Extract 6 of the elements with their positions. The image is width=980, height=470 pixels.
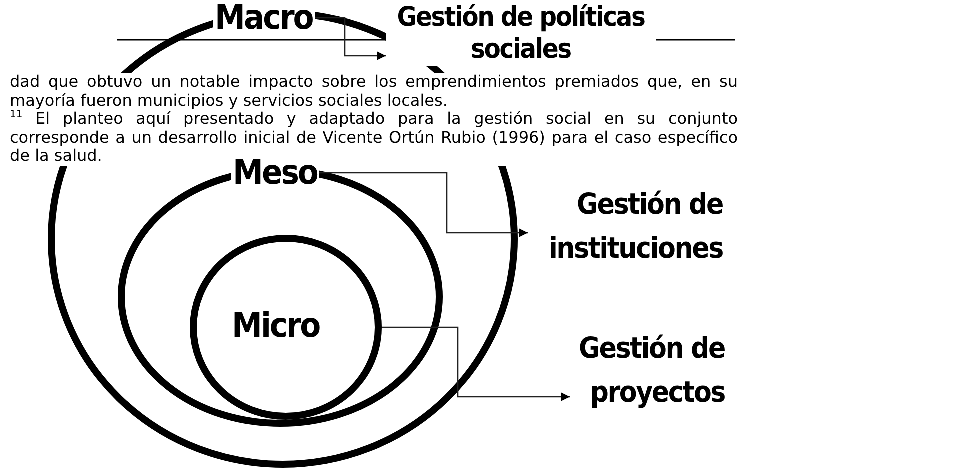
arrow bbox=[382, 326, 570, 402]
arrow bbox=[319, 172, 528, 238]
management-label: Gestión de políticas sociales bbox=[386, 2, 656, 66]
body-paragraph: dad que obtuvo un notable impacto sobre los emprendimientos premiados que, en su mayoría fueron municipios y servicios sociales locales. bbox=[10, 73, 738, 110]
arrow bbox=[314, 17, 386, 60]
level-circle bbox=[190, 235, 382, 420]
